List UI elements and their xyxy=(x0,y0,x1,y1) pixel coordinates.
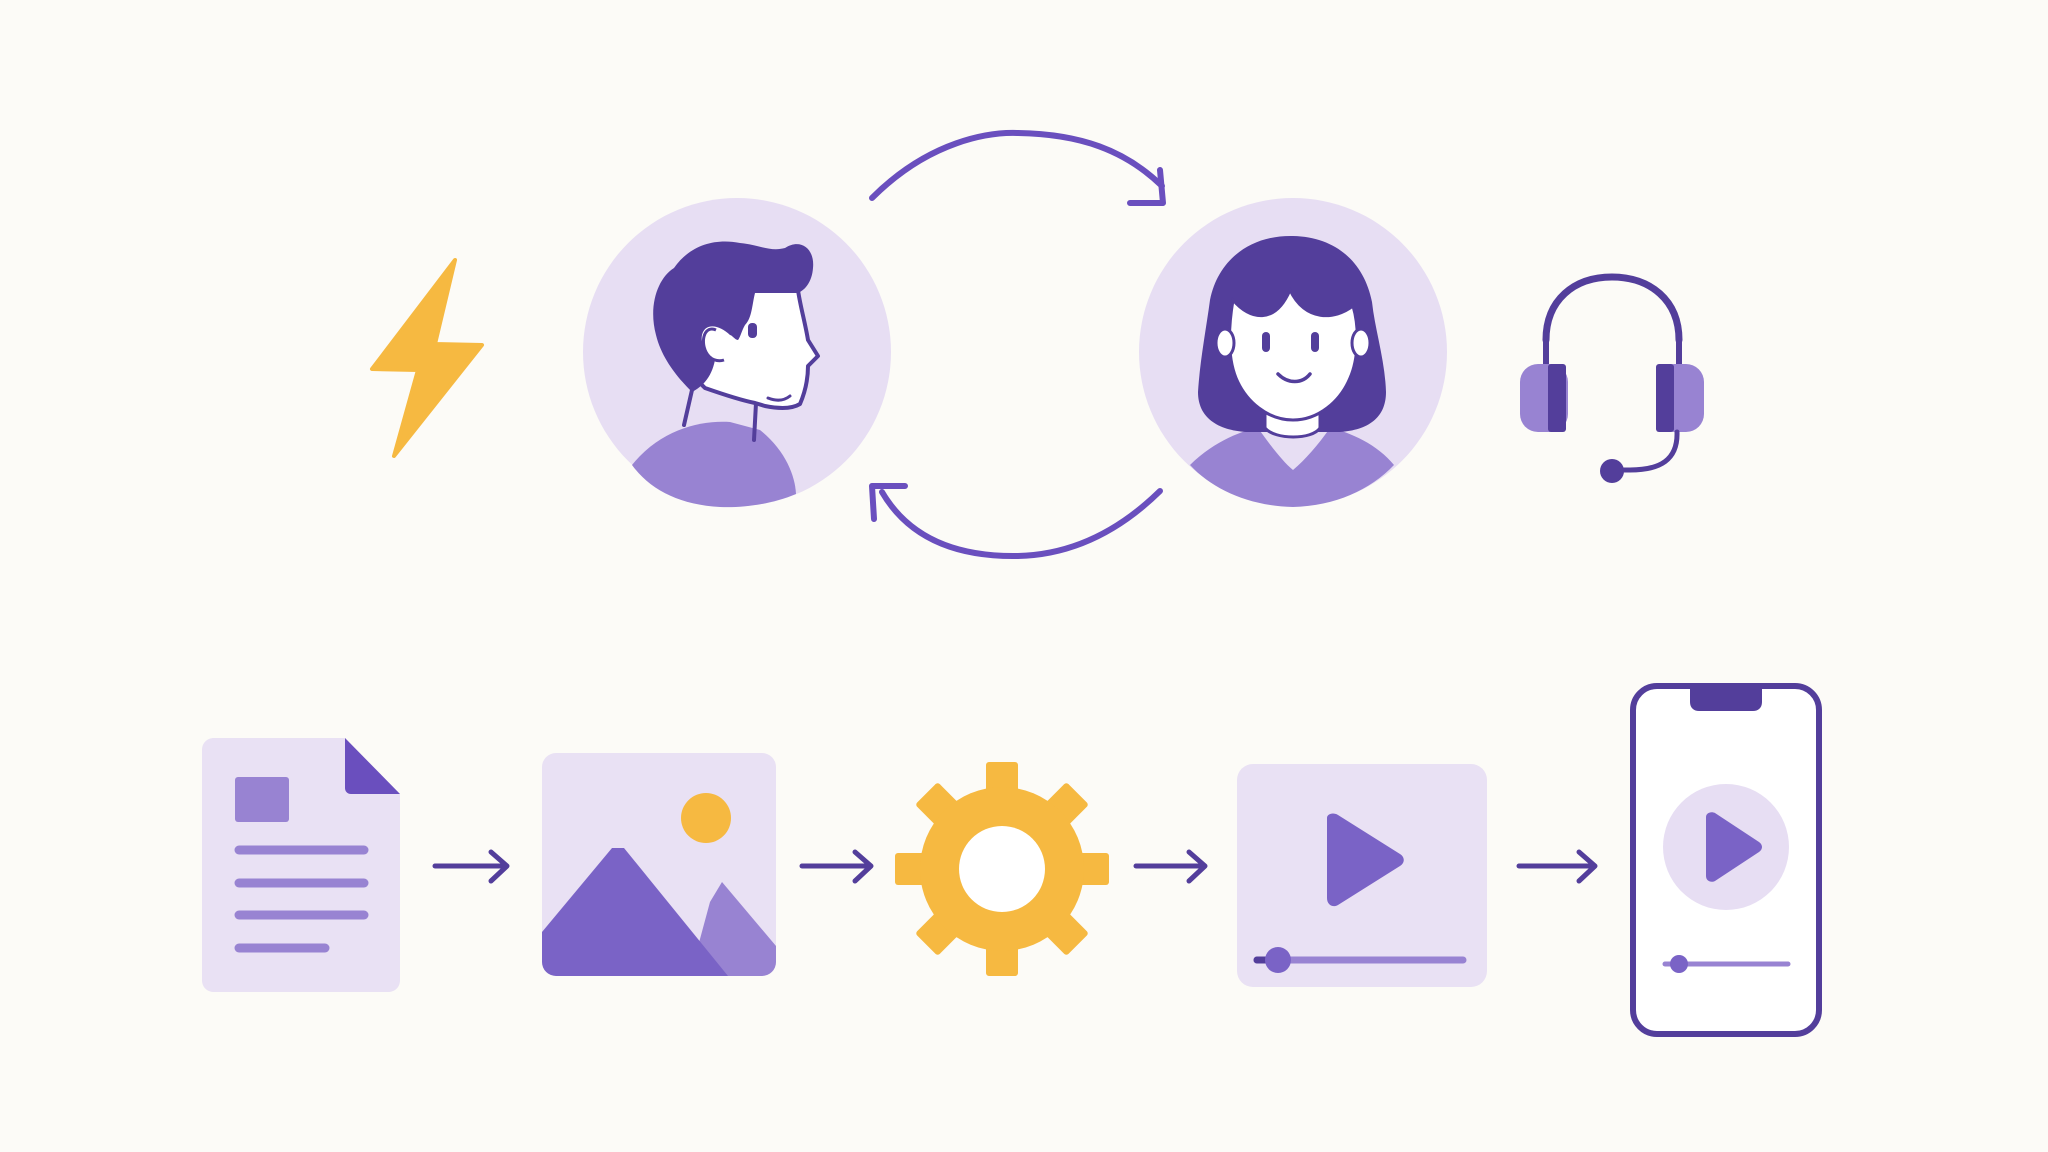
phone-scrubber xyxy=(1670,955,1688,973)
curved-arrow-right-icon xyxy=(869,129,1166,206)
woman-shirt xyxy=(1190,428,1394,507)
man-avatar xyxy=(583,198,891,508)
smartphone-icon xyxy=(1630,683,1822,1037)
headset-icon xyxy=(1520,273,1704,483)
man-shirt xyxy=(632,421,796,508)
gear-icon xyxy=(895,762,1109,976)
man-hair xyxy=(653,241,814,392)
woman-avatar xyxy=(1139,198,1447,507)
arrow-right-icon xyxy=(432,849,510,884)
headset-mic xyxy=(1600,459,1624,483)
video-scrubber xyxy=(1265,947,1291,973)
curved-arrow-left-icon xyxy=(869,483,1163,560)
image-icon xyxy=(542,753,776,976)
arrow-right-icon xyxy=(1133,849,1208,884)
video-player-icon xyxy=(1237,764,1487,987)
lightning-icon xyxy=(370,258,484,458)
arrow-right-icon xyxy=(799,849,874,884)
arrow-right-icon xyxy=(1516,849,1598,884)
document-icon xyxy=(202,738,400,992)
